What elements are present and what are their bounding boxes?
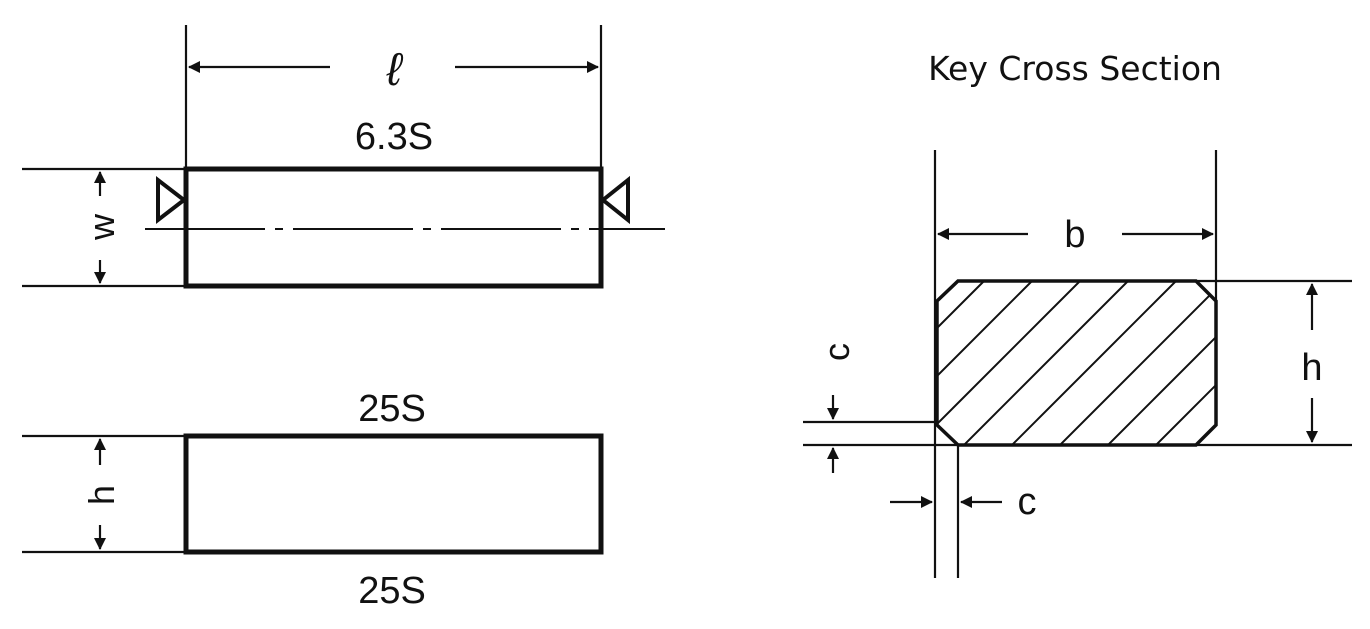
cross-section-title: Key Cross Section — [928, 49, 1222, 88]
h-label: h — [1301, 347, 1322, 389]
cross-section: Key Cross Section b h — [803, 49, 1352, 578]
side-view: 25S h 25S — [22, 388, 604, 612]
c-horizontal-label: c — [1018, 481, 1037, 523]
key-top-view-outline — [183, 166, 604, 289]
width-label: w — [81, 213, 122, 241]
finish-triangle-right-icon — [599, 175, 630, 225]
side-top-finish-label: 25S — [358, 388, 426, 430]
length-label: ℓ — [386, 43, 404, 95]
c-vertical-label: c — [816, 343, 857, 361]
key-cross-section-outline — [935, 279, 1218, 447]
b-label: b — [1064, 214, 1085, 256]
height-label: h — [81, 485, 122, 505]
finish-triangle-left-icon — [156, 175, 188, 225]
key-side-view-outline — [183, 433, 604, 555]
section-hatching — [937, 281, 1216, 445]
side-bottom-finish-label: 25S — [358, 570, 426, 612]
top-view: ℓ 6.3S w — [22, 25, 665, 289]
top-finish-label: 6.3S — [355, 116, 433, 158]
